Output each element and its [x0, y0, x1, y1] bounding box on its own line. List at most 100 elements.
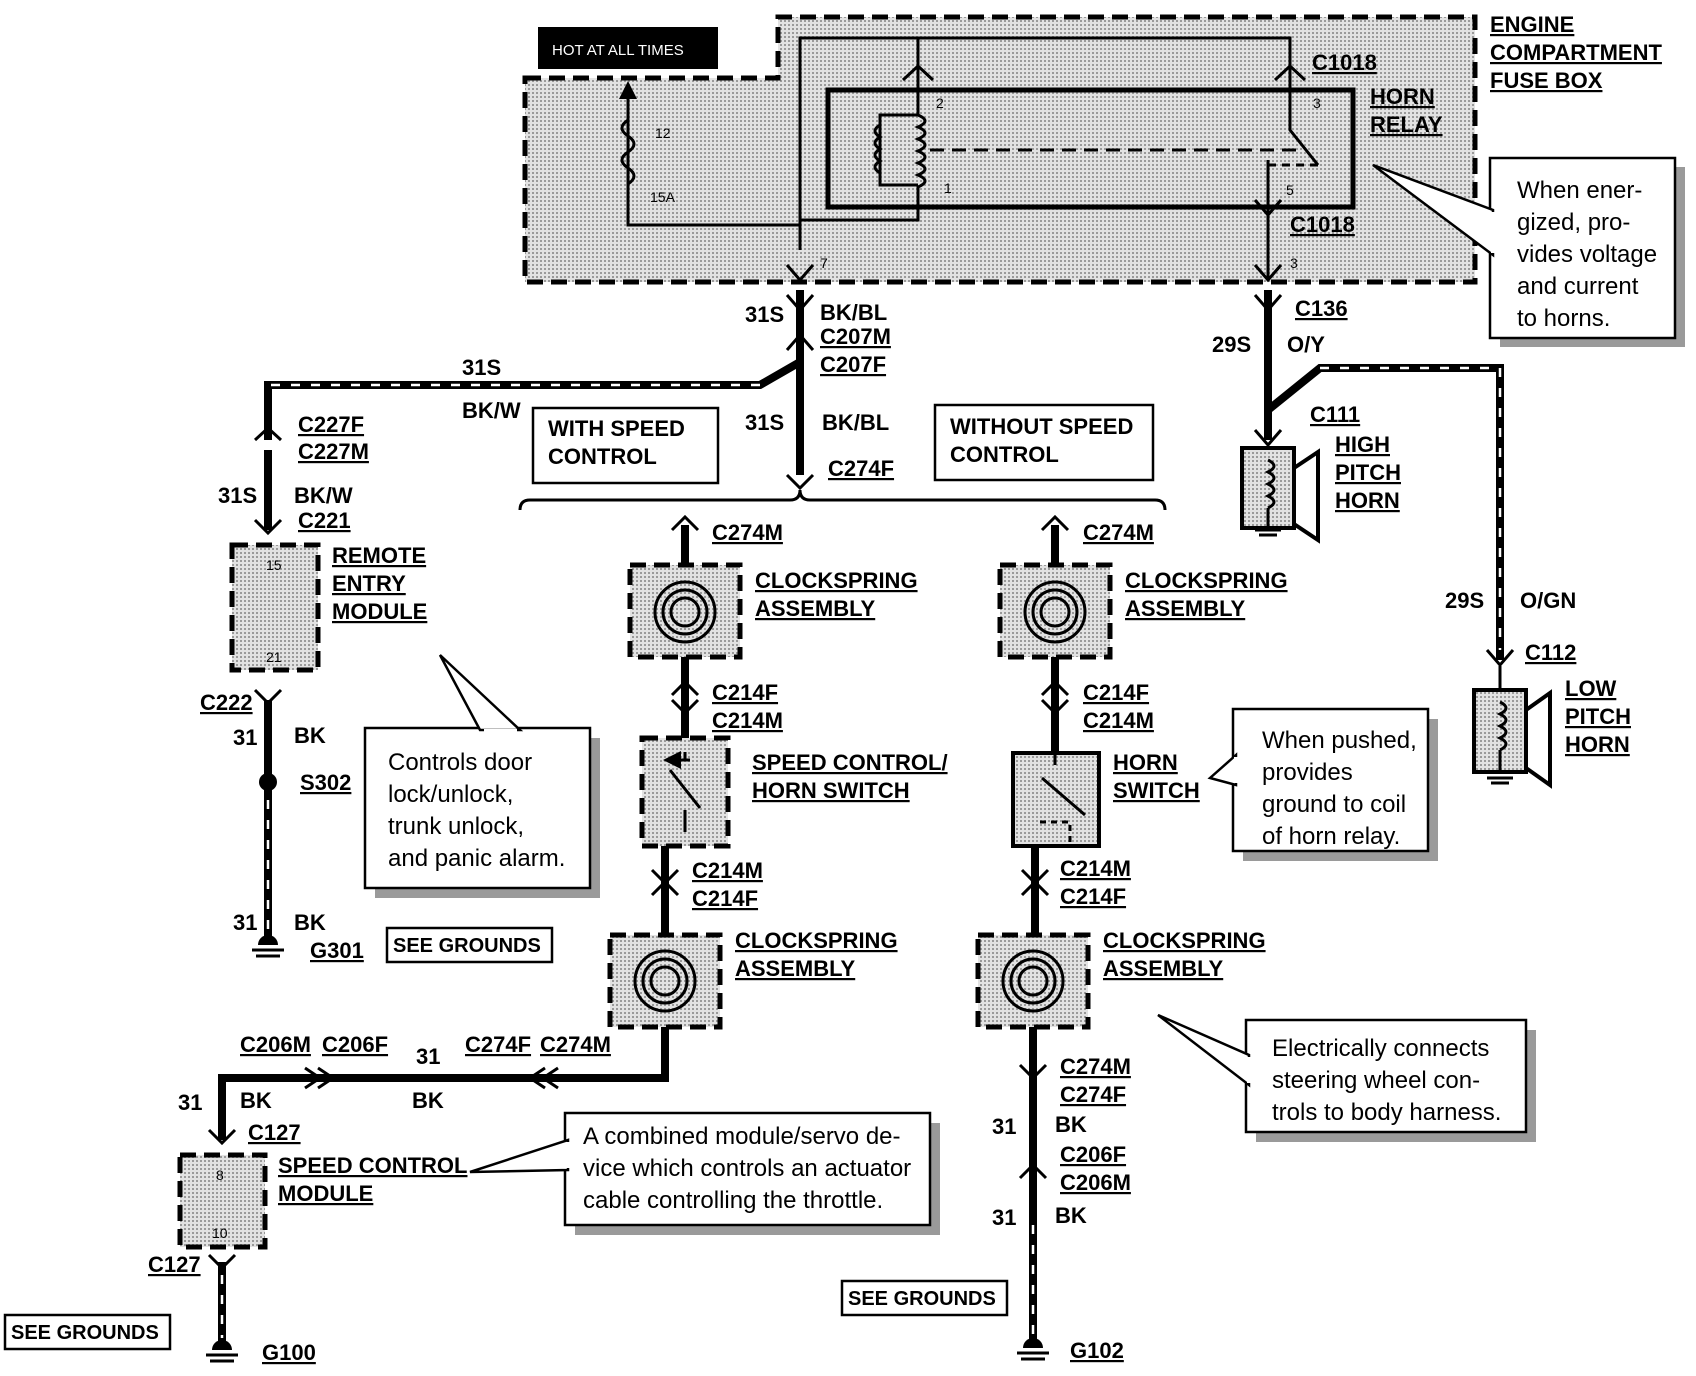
c111-label: C111 [1310, 402, 1360, 427]
wire-bk-b: BK [294, 910, 326, 935]
wo-c214m-b: C214M [1060, 856, 1131, 881]
horn-switch-note-3: ground to coil [1262, 791, 1406, 818]
clockspring-icon [1023, 580, 1087, 644]
c227m-label: C227M [298, 439, 369, 464]
horn-relay-label-1: HORN [1370, 84, 1435, 109]
wire-31s-remote: 31S [218, 483, 257, 508]
see-grounds-g102[interactable]: SEE GROUNDS [848, 1288, 996, 1310]
fuse-box-title-1: ENGINE [1490, 12, 1574, 37]
fuse-box-title-2: COMPARTMENT [1490, 40, 1662, 65]
clockspring-icon [653, 580, 717, 644]
horn-circuits: C136 29S O/Y C111 HIGH PITCH HORN 29S O/… [1212, 290, 1631, 789]
clockspring-note-2: steering wheel con- [1272, 1067, 1480, 1094]
clockspring-icon [1001, 949, 1065, 1013]
g301-ground-icon [258, 935, 278, 945]
wo-c206f: C206F [1060, 1142, 1126, 1167]
ws-clockspring-2-label-2: ASSEMBLY [735, 956, 856, 981]
low-horn-label-3: HORN [1565, 732, 1630, 757]
low-horn-label-2: PITCH [1565, 704, 1631, 729]
relay-pin-3-bottom: 3 [1290, 255, 1298, 271]
c207f-label: C207F [820, 352, 886, 377]
ws-c214m-b: C214M [692, 858, 763, 883]
remote-entry-module-box [229, 542, 321, 673]
speed-module-label-1: SPEED CONTROL [278, 1153, 467, 1178]
wire-color-oy: O/Y [1287, 332, 1325, 357]
horn-relay-label-2: RELAY [1370, 112, 1443, 137]
g100-ground-icon [212, 1340, 232, 1350]
with-speed-control-branch: C274M CLOCKSPRING ASSEMBLY C214F C214M S… [3, 514, 948, 1365]
wo-c214f: C214F [1083, 680, 1149, 705]
c1018-bottom-label: C1018 [1290, 212, 1355, 237]
speed-module-note-1: A combined module/servo de- [583, 1123, 901, 1150]
remote-note-4: and panic alarm. [388, 845, 565, 872]
high-horn-label-3: HORN [1335, 488, 1400, 513]
clockspring-note-1: Electrically connects [1272, 1035, 1489, 1062]
speed-module-pin-10: 10 [212, 1225, 228, 1241]
c221-label: C221 [298, 508, 351, 533]
g100-label: G100 [262, 1340, 316, 1365]
remote-entry-label-3: MODULE [332, 599, 427, 624]
wo-wire-31-b: 31 [992, 1205, 1016, 1230]
relay-coil-icon [914, 113, 927, 195]
ws-clockspring-1-label-2: ASSEMBLY [755, 596, 876, 621]
s302-label: S302 [300, 770, 351, 795]
g102-ground-icon [1023, 1338, 1043, 1348]
svg-text:CONTROL: CONTROL [950, 442, 1059, 467]
c127-bottom-label: C127 [148, 1252, 201, 1277]
relay-note-1: When ener- [1517, 177, 1642, 204]
wire-bkbl-mid: BK/BL [822, 410, 889, 435]
ws-c214f-b: C214F [692, 886, 758, 911]
wire-31s-mid: 31S [745, 410, 784, 435]
c274f-label: C274F [828, 456, 894, 481]
remote-pin-15: 15 [266, 557, 282, 573]
wo-c214m: C214M [1083, 708, 1154, 733]
wo-c274m-b: C274M [1060, 1054, 1131, 1079]
remote-entry-label-1: REMOTE [332, 543, 426, 568]
wo-c274m-label: C274M [1083, 520, 1154, 545]
wo-c206m: C206M [1060, 1170, 1131, 1195]
relay-note-3: vides voltage [1517, 241, 1657, 268]
clockspring-icon [633, 949, 697, 1013]
c136-label: C136 [1295, 296, 1348, 321]
wire-bkw-remote: BK/W [294, 483, 353, 508]
speed-control-module-box [177, 1152, 268, 1250]
with-speed-control-label: WITH SPEED CONTROL [531, 406, 720, 485]
ws-clockspring-2-box [607, 932, 723, 1030]
see-grounds-g301[interactable]: SEE GROUNDS [393, 935, 541, 957]
speed-module-note-2: vice which controls an actuator [583, 1155, 911, 1182]
high-horn-label-1: HIGH [1335, 432, 1390, 457]
remote-note-3: trunk unlock, [388, 813, 524, 840]
ws-switch-label-1: SPEED CONTROL/ [752, 750, 948, 775]
relay-note-5: to horns. [1517, 305, 1610, 332]
c206f-label: C206F [322, 1032, 388, 1057]
wo-clockspring-2-label-1: CLOCKSPRING [1103, 928, 1266, 953]
option-bracket [518, 489, 1167, 511]
low-horn-label-1: LOW [1565, 676, 1617, 701]
wire-bk-a: BK [294, 723, 326, 748]
main-feed: 31S BK/BL C207M C207F 31S BK/BL C274F WI… [518, 290, 1167, 511]
fuse-icon [620, 118, 636, 186]
remote-note-1: Controls door [388, 749, 532, 776]
relay-pin-2: 2 [936, 95, 944, 111]
ws-wire-31-mid: 31 [416, 1044, 440, 1069]
wo-wire-31-a: 31 [992, 1114, 1016, 1139]
remote-note-2: lock/unlock, [388, 781, 513, 808]
see-grounds-g100[interactable]: SEE GROUNDS [11, 1322, 159, 1344]
ws-clockspring-2-label-1: CLOCKSPRING [735, 928, 898, 953]
svg-text:CONTROL: CONTROL [548, 444, 657, 469]
wo-clockspring-1-label-1: CLOCKSPRING [1125, 568, 1288, 593]
wire-29s-a: 29S [1212, 332, 1251, 357]
clockspring-note-3: trols to body harness. [1272, 1099, 1501, 1126]
wo-clockspring-2-label-2: ASSEMBLY [1103, 956, 1224, 981]
speed-module-note-3: cable controlling the throttle. [583, 1187, 883, 1214]
horn-switch-box [1011, 751, 1101, 848]
relay-note-2: gized, pro- [1517, 209, 1630, 236]
c112-label: C112 [1525, 640, 1576, 665]
high-horn-label-2: PITCH [1335, 460, 1401, 485]
s302-splice-icon [259, 773, 277, 791]
wo-c274f-b: C274F [1060, 1082, 1126, 1107]
ws-switch-label-2: HORN SWITCH [752, 778, 910, 803]
ws-c274m-b: C274M [540, 1032, 611, 1057]
wire-bkbl-top: BK/BL [820, 300, 887, 325]
wo-c214f-b: C214F [1060, 884, 1126, 909]
